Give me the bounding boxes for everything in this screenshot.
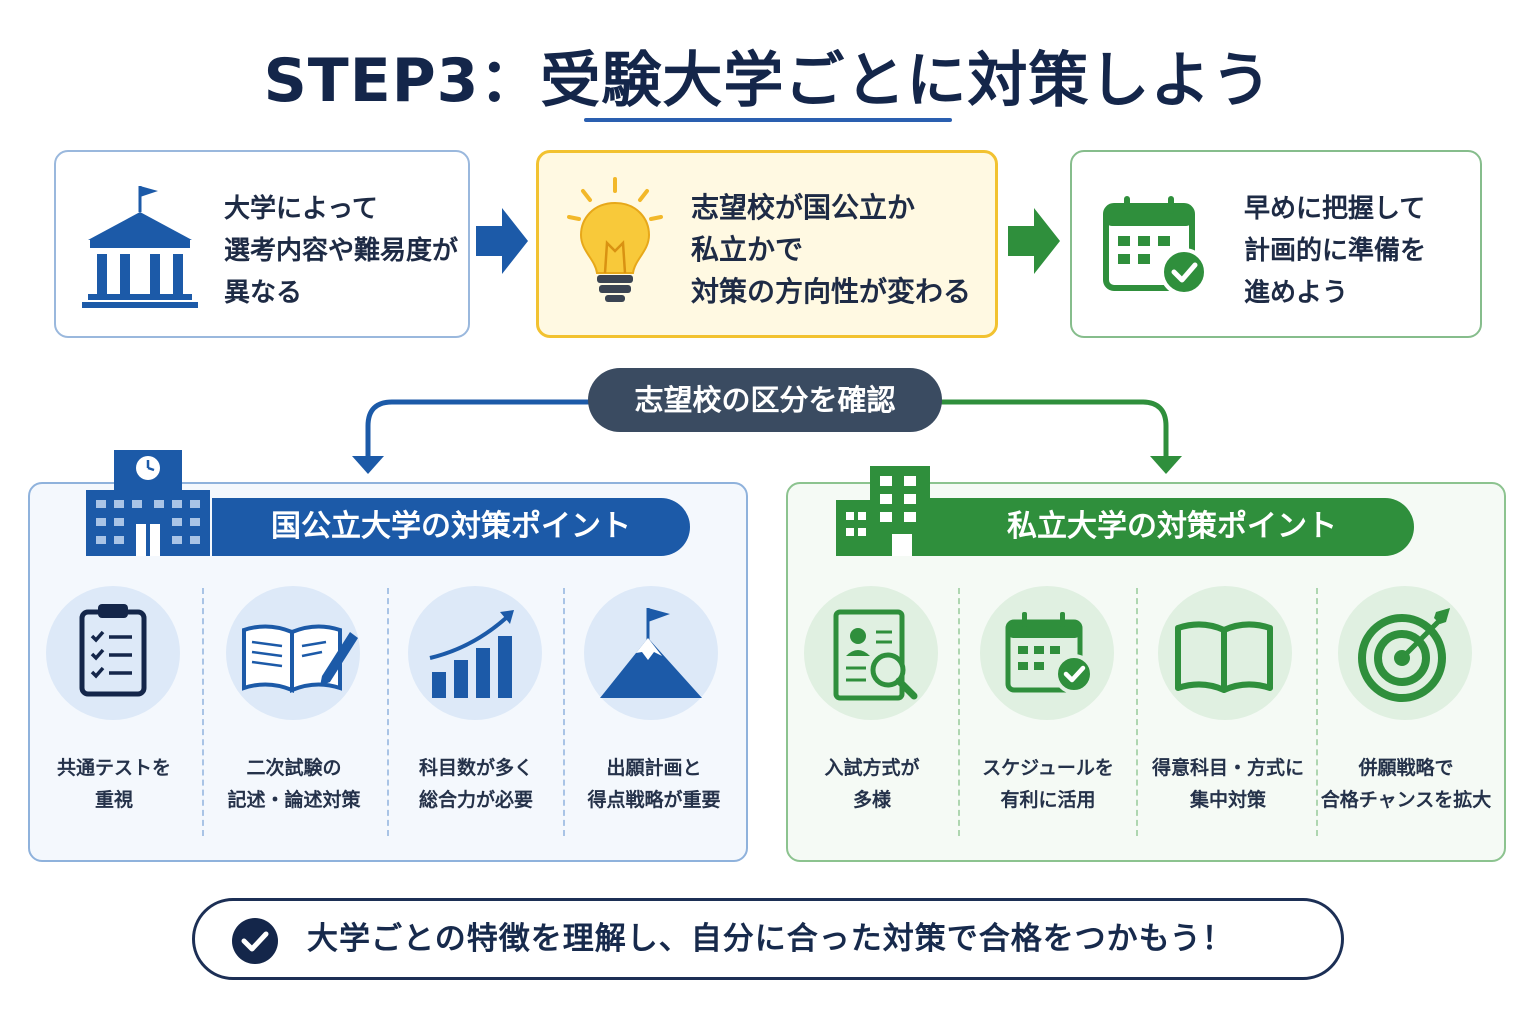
calendar-check-icon — [1005, 612, 1094, 694]
private-panel-title: 私立大学の対策ポイント — [930, 498, 1414, 556]
footer-message: 大学ごとの特徴を理解し、自分に合った対策で合格をつかもう！ — [307, 921, 1234, 957]
calendar-check-icon — [1103, 196, 1208, 296]
university-building-icon — [82, 186, 198, 308]
info-box-plan: 早めに把握して 計画的に準備を 進めよう — [1070, 150, 1482, 338]
info-box-difference: 大学によって 選考内容や難易度が 異なる — [54, 150, 470, 338]
branch-connector — [352, 399, 1182, 474]
national-item-icon-circle — [46, 586, 180, 720]
office-building-icon — [836, 466, 930, 556]
divider — [387, 588, 389, 836]
private-item-icon-circle — [1338, 586, 1472, 720]
lightbulb-icon — [567, 177, 663, 302]
page-title: STEP3：受験大学ごとに対策しよう — [263, 46, 1273, 116]
growth-chart-icon — [429, 610, 514, 698]
national-item-icon-circle — [584, 586, 718, 720]
title-underline — [584, 118, 952, 122]
mountain-flag-icon — [600, 608, 702, 698]
national-item-label: 二次試験の記述・論述対策 — [227, 757, 361, 811]
arrow-right-icon — [1008, 208, 1060, 274]
private-item-label: 得意科目・方式に集中対策 — [1151, 757, 1304, 811]
book-pen-icon — [242, 624, 358, 693]
private-item-label: 併願戦略で合格チャンスを拡大 — [1320, 757, 1492, 811]
footer-banner: 大学ごとの特徴を理解し、自分に合った対策で合格をつかもう！ — [192, 898, 1344, 980]
national-item-label: 共通テストを重視 — [56, 757, 171, 811]
checklist-clipboard-icon — [79, 604, 147, 697]
national-item-icon-circle — [226, 586, 360, 720]
open-book-icon — [1175, 621, 1273, 693]
divider — [563, 588, 565, 836]
target-arrow-icon — [1358, 608, 1450, 702]
info-text: 志望校が国公立か 私立かで 対策の方向性が変わる — [691, 191, 972, 308]
national-item-icon-circle — [408, 586, 542, 720]
info-text: 早めに把握して 計画的に準備を 進めよう — [1244, 194, 1427, 308]
private-item-icon-circle — [804, 586, 938, 720]
info-box-direction: 志望校が国公立か 私立かで 対策の方向性が変わる — [536, 150, 998, 338]
arrow-right-icon — [476, 208, 528, 274]
national-panel-title: 国公立大学の対策ポイント — [212, 498, 690, 556]
national-item-label: 出願計画と得点戦略が重要 — [587, 757, 721, 811]
national-item-label: 科目数が多く総合力が必要 — [418, 757, 533, 811]
private-item-icon-circle — [980, 586, 1114, 720]
private-item-label: 入試方式が多様 — [824, 757, 920, 811]
private-item-label: スケジュールを有利に活用 — [982, 757, 1114, 811]
private-item-icon-circle — [1158, 586, 1292, 720]
divider — [1136, 588, 1138, 836]
info-text: 大学によって 選考内容や難易度が 異なる — [224, 194, 459, 308]
check-circle-icon — [232, 918, 278, 964]
divider — [1316, 588, 1318, 836]
school-building-icon — [86, 450, 210, 556]
category-check-pill: 志望校の区分を確認 — [588, 368, 942, 432]
divider — [958, 588, 960, 836]
document-search-icon — [833, 609, 918, 701]
divider — [202, 588, 204, 836]
